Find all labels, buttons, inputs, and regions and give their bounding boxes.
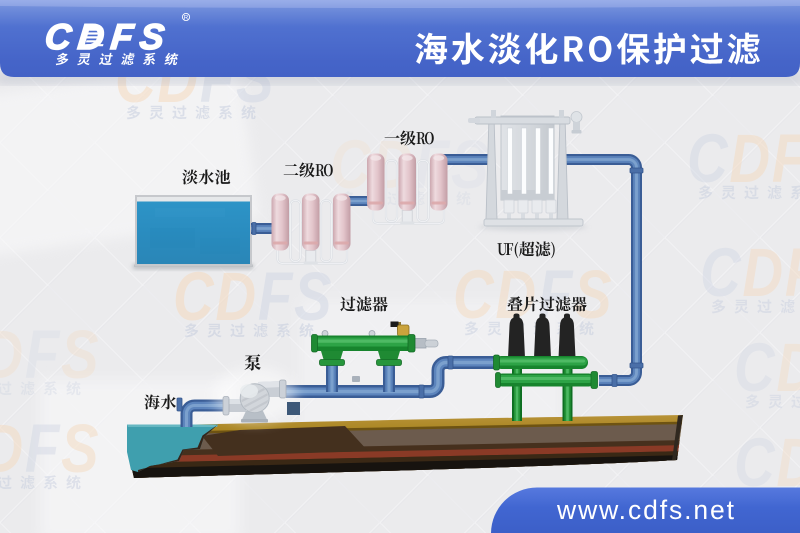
- svg-text:CDFS: CDFS: [43, 16, 173, 57]
- svg-text:CDFS: CDFS: [0, 411, 100, 488]
- svg-text:CDFS: CDFS: [734, 330, 800, 407]
- svg-text:R: R: [184, 14, 189, 21]
- svg-text:CDFS: CDFS: [173, 259, 333, 336]
- svg-text:CDFS: CDFS: [0, 317, 100, 394]
- svg-text:www.cdfs.net: www.cdfs.net: [556, 495, 736, 525]
- svg-text:CDFS: CDFS: [700, 235, 800, 312]
- svg-text:CDFS: CDFS: [687, 121, 800, 198]
